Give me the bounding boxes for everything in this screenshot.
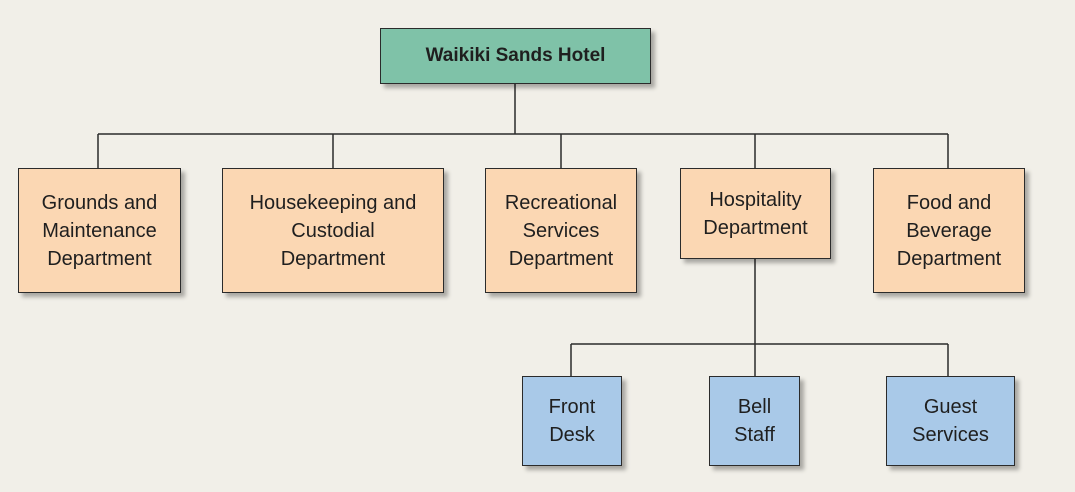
root-node-waikiki-sands-hotel: Waikiki Sands Hotel (380, 28, 651, 84)
dept-node-hospitality: Hospitality Department (680, 168, 831, 259)
dept-node-housekeeping-custodial: Housekeeping and Custodial Department (222, 168, 444, 293)
unit-node-bell-staff: Bell Staff (709, 376, 800, 466)
dept-node-food-beverage: Food and Beverage Department (873, 168, 1025, 293)
unit-node-guest-services: Guest Services (886, 376, 1015, 466)
unit-node-front-desk: Front Desk (522, 376, 622, 466)
dept-node-recreational-services: Recreational Services Department (485, 168, 637, 293)
dept-node-grounds-maintenance: Grounds and Maintenance Department (18, 168, 181, 293)
